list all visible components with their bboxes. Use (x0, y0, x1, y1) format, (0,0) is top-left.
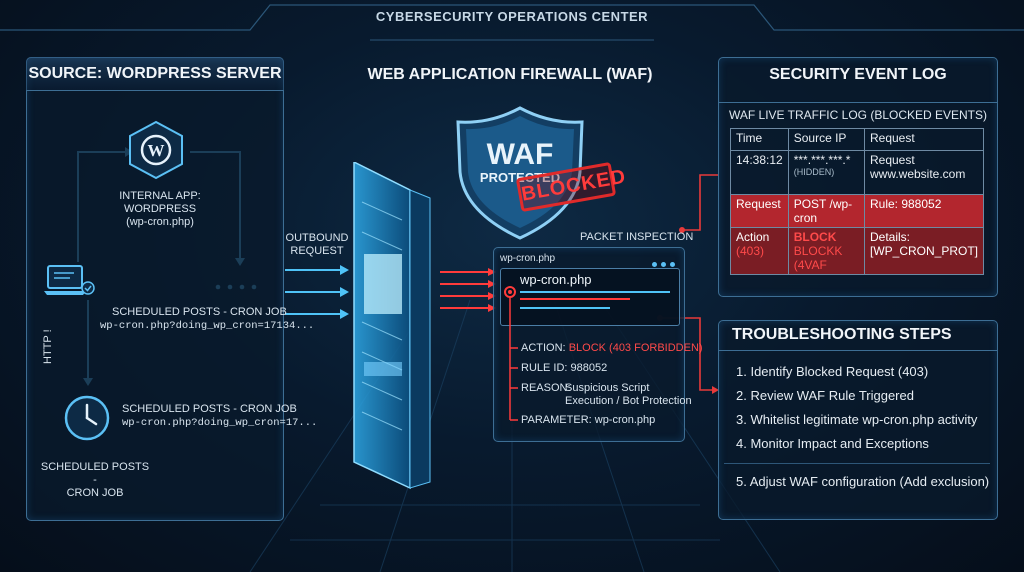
log-cell-ip: ***.***.***.* (HIDDEN) (787, 150, 865, 195)
log-cell-request: Request www.website.com (863, 150, 985, 195)
packet-action: ACTION: BLOCK (403 FORBIDDEN) (521, 342, 703, 354)
log-row: 14:38:12 ***.***.***.* (HIDDEN) Request … (730, 150, 985, 195)
page-title: CYBERSECURITY OPERATIONS CENTER (375, 9, 649, 24)
ts-step-4: 4. Monitor Impact and Exceptions (736, 436, 929, 451)
http-label: HTTP ! (42, 329, 54, 364)
log-table: Time Source IP Request 14:38:12 ***.***.… (730, 128, 985, 275)
log-subtitle: WAF LIVE TRAFFIC LOG (BLOCKED EVENTS) (728, 108, 988, 122)
ts-step-5: 5. Adjust WAF configuration (Add exclusi… (736, 474, 990, 489)
cron-url-2: wp-cron.php?doing_wp_cron=17... (122, 417, 318, 429)
packet-rule: RULE ID: 988052 (521, 362, 608, 374)
ts-step-2: 2. Review WAF Rule Triggered (736, 388, 914, 403)
cron-url-1: wp-cron.php?doing_wp_cron=17134... (100, 320, 315, 332)
packet-inspection-title: PACKET INSPECTION (580, 231, 694, 243)
waf-title: WEB APPLICATION FIREWALL (WAF) (367, 66, 653, 83)
packet-file-name: wp-cron.php (520, 272, 592, 287)
internal-app-label: INTERNAL APP: WORDPRESS (wp-cron.php) (119, 190, 201, 228)
waf-shield-icon: WAF PROTECTED (456, 106, 584, 240)
log-divider (718, 102, 998, 103)
ts-divider (718, 350, 998, 351)
cron-label-1: SCHEDULED POSTS - CRON JOB (112, 306, 287, 318)
log-row-action: Action (403) BLOCK BLOCKK (4VAF Details:… (730, 227, 985, 275)
shield-protected-text: PROTECTED (480, 170, 560, 185)
troubleshooting-title: TROUBLESHOOTING STEPS (732, 326, 952, 343)
log-row-blocked: Request POST /wp-cron Rule: 988052 (730, 194, 985, 228)
log-col-time: Time (730, 128, 789, 151)
outbound-label: OUTBOUND REQUEST (285, 232, 349, 257)
clock-icon (64, 395, 110, 441)
firewall-panel (353, 162, 431, 490)
ts-step-1: 1. Identify Blocked Request (403) (736, 364, 929, 379)
window-dots (652, 254, 675, 272)
packet-file-box (500, 268, 680, 326)
troubleshooting-panel (718, 320, 998, 520)
log-col-ip: Source IP (787, 128, 865, 151)
source-panel-title: SOURCE: WORDPRESS SERVER (26, 57, 284, 91)
shield-waf-text: WAF (487, 138, 554, 171)
packet-tab: wp-cron.php (500, 253, 556, 264)
http-label-wrap: HTTP ! (38, 320, 68, 370)
cron-label-2: SCHEDULED POSTS - CRON JOB (122, 403, 297, 415)
packet-tree-lines (509, 296, 518, 421)
log-col-request: Request (863, 128, 985, 151)
cron-label-3: SCHEDULED POSTS - CRON JOB (40, 461, 150, 499)
packet-parameter: PARAMETER: wp-cron.php (521, 414, 656, 426)
log-cell-time: 14:38:12 (730, 150, 789, 195)
log-header-row: Time Source IP Request (730, 128, 985, 151)
log-title: SECURITY EVENT LOG (769, 66, 947, 83)
packet-lines (504, 286, 670, 309)
ts-step-divider (724, 463, 990, 464)
packet-reason-value: Suspicious Script Execution / Bot Protec… (565, 382, 692, 407)
laptop-icon (44, 265, 95, 295)
wordpress-icon: W (129, 120, 183, 180)
ts-step-3: 3. Whitelist legitimate wp-cron.php acti… (736, 412, 978, 427)
packet-reason: REASON: (521, 382, 571, 394)
svg-text:W: W (148, 141, 165, 160)
